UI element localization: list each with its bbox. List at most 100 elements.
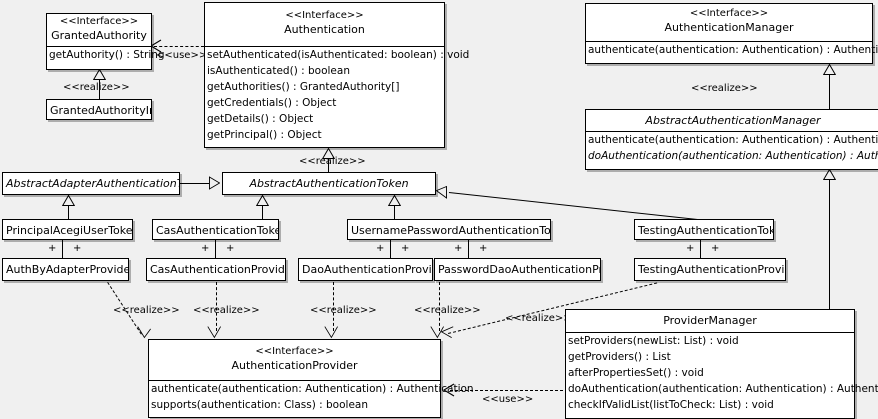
open-arrowhead-authenticationprovider-use: [442, 383, 455, 397]
class-name-daoauthenticationprovider: DaoAuthenticationProvider: [302, 263, 432, 276]
realize-line-casauthenticationprovider: [216, 282, 217, 331]
association-marker-left-2: +: [201, 243, 210, 254]
generalization-triangle-authenticationmanager: [823, 64, 836, 75]
class-box-authenticationmanager[interactable]: <<Interface>> AuthenticationManager auth…: [585, 3, 878, 64]
class-name-passworddaoauthenticationprovider: PasswordDaoAuthenticationProvider: [438, 263, 600, 276]
label-use-authentication-grantedauthority: <<use>>: [156, 50, 208, 61]
class-box-abstractauthenticationtoken[interactable]: AbstractAuthenticationToken: [222, 172, 436, 195]
class-members-grantedauthority: getAuthority() : String: [47, 47, 165, 63]
class-box-daoauthenticationprovider[interactable]: DaoAuthenticationProvider: [298, 258, 433, 281]
class-header-grantedauthorityimpl: GrantedAuthorityImpl: [47, 100, 151, 121]
association-marker-left-5: +: [686, 243, 695, 254]
association-marker-left-1: +: [48, 243, 57, 254]
class-name-grantedauthorityimpl: GrantedAuthorityImpl: [50, 104, 151, 117]
class-header-principalacegiusertoken: PrincipalAcegiUserToken: [3, 220, 132, 241]
class-box-abstractauthenticationmanager[interactable]: AbstractAuthenticationManager authentica…: [585, 109, 878, 170]
member-getauthority: getAuthority() : String: [49, 49, 165, 61]
class-box-principalacegiusertoken[interactable]: PrincipalAcegiUserToken: [2, 219, 133, 240]
class-header-abstractadapterauthenticationtoken: AbstractAdapterAuthenticationToken: [3, 173, 179, 194]
class-box-passworddaoauthenticationprovider[interactable]: PasswordDaoAuthenticationProvider: [434, 258, 601, 281]
association-line-testingtoken-testingprovider: [700, 240, 701, 258]
class-box-authentication[interactable]: <<Interface>> Authentication setAuthenti…: [204, 2, 469, 148]
class-box-providermanager[interactable]: ProviderManager setProviders(newList: Li…: [565, 309, 878, 419]
stereotype-interface-authenticationprovider: <<Interface>>: [255, 346, 334, 357]
label-use-providermanager: <<use>>: [482, 394, 534, 405]
class-name-authentication: Authentication: [284, 23, 365, 36]
class-header-authenticationprovider: <<Interface>> AuthenticationProvider: [149, 340, 440, 381]
member-authenticate-provider: authenticate(authentication: Authenticat…: [151, 383, 474, 395]
association-marker-left-3: +: [376, 243, 385, 254]
class-header-grantedauthority: <<Interface>> GrantedAuthority: [47, 14, 151, 47]
class-name-grantedauthority: GrantedAuthority: [51, 29, 147, 42]
generalization-line-testingauthenticationtoken: [448, 192, 705, 221]
generalization-triangle-authentication: [322, 148, 335, 159]
class-name-abstractauthenticationtoken: AbstractAuthenticationToken: [249, 177, 409, 190]
association-marker-right-5: +: [711, 243, 720, 254]
generalization-triangle-abstractauthtoken-cas: [256, 195, 269, 206]
open-arrowhead-authenticationprovider-4: [430, 326, 444, 339]
dependency-line-providermanager-authenticationprovider: [450, 390, 563, 391]
class-header-daoauthenticationprovider: DaoAuthenticationProvider: [299, 259, 432, 280]
member-checkifvalidlist: checkIfValidList(listToCheck: List) : vo…: [568, 399, 774, 411]
stereotype-interface-authentication: <<Interface>>: [285, 10, 364, 21]
label-realize-authbyadapterprovider: <<realize>>: [113, 305, 180, 316]
realize-line-grantedauthorityimpl: [99, 80, 100, 99]
class-box-testingauthenticationprovider[interactable]: TestingAuthenticationProvider: [634, 258, 786, 281]
association-marker-right-2: +: [226, 243, 235, 254]
class-name-testingauthenticationprovider: TestingAuthenticationProvider: [638, 263, 785, 276]
class-header-testingauthenticationtoken: TestingAuthenticationToken: [635, 220, 773, 241]
class-header-passworddaoauthenticationprovider: PasswordDaoAuthenticationProvider: [435, 259, 600, 280]
class-name-authenticationprovider: AuthenticationProvider: [231, 359, 358, 372]
generalization-triangle-adaptertoken: [62, 195, 75, 206]
member-isauthenticated: isAuthenticated() : boolean: [207, 65, 350, 77]
association-line-principalacegi-authbyadapter: [62, 240, 63, 258]
class-box-authenticationprovider[interactable]: <<Interface>> AuthenticationProvider aut…: [148, 339, 474, 418]
realize-line-abstractauthmanager: [829, 75, 830, 109]
member-doauthentication-abstractmanager: doAuthentication(authentication: Authent…: [588, 150, 878, 162]
generalization-line-providermanager: [829, 180, 830, 309]
class-header-abstractauthenticationtoken: AbstractAuthenticationToken: [223, 173, 435, 194]
class-box-casauthenticationtoken[interactable]: CasAuthenticationToken: [152, 219, 279, 240]
class-box-authbyadapterprovider[interactable]: AuthByAdapterProvider: [2, 258, 129, 281]
class-header-abstractauthenticationmanager: AbstractAuthenticationManager: [586, 110, 878, 132]
class-name-testingauthenticationtoken: TestingAuthenticationToken: [638, 224, 773, 237]
class-box-abstractadapterauthenticationtoken[interactable]: AbstractAdapterAuthenticationToken: [2, 172, 180, 195]
open-arrowhead-authenticationprovider-5: [440, 326, 454, 339]
class-header-usernamepasswordauthenticationtoken: UsernamePasswordAuthenticationToken: [348, 220, 550, 241]
class-name-usernamepasswordauthenticationtoken: UsernamePasswordAuthenticationToken: [351, 224, 550, 237]
class-header-authenticationmanager: <<Interface>> AuthenticationManager: [586, 4, 872, 42]
class-name-authenticationmanager: AuthenticationManager: [664, 21, 794, 34]
member-setproviders: setProviders(newList: List) : void: [568, 335, 739, 347]
class-box-grantedauthorityimpl[interactable]: GrantedAuthorityImpl: [46, 99, 152, 120]
label-realize-abstractauthmanager: <<realize>>: [691, 83, 758, 94]
class-header-providermanager: ProviderManager: [566, 310, 854, 333]
class-name-casauthenticationtoken: CasAuthenticationToken: [156, 224, 278, 237]
association-marker-right-4: +: [479, 243, 488, 254]
member-doauthentication-providermanager: doAuthentication(authentication: Authent…: [568, 383, 878, 395]
class-box-grantedauthority[interactable]: <<Interface>> GrantedAuthority getAuthor…: [46, 13, 165, 70]
label-realize-passworddaoprovider: <<realize>>: [414, 305, 481, 316]
generalization-triangle-grantedauthority: [93, 69, 106, 80]
class-name-principalacegiusertoken: PrincipalAcegiUserToken: [6, 224, 132, 237]
member-supports-provider: supports(authentication: Class) : boolea…: [151, 399, 368, 411]
class-box-usernamepasswordauthenticationtoken[interactable]: UsernamePasswordAuthenticationToken: [347, 219, 551, 240]
association-line-castoken-casprovider: [215, 240, 216, 258]
class-box-casauthenticationprovider[interactable]: CasAuthenticationProvider: [146, 258, 286, 281]
label-realize-abstracttoken: <<realize>>: [299, 156, 366, 167]
label-realize-daoprovider: <<realize>>: [310, 305, 377, 316]
label-realize-testingprovider: <<realize>>: [505, 313, 572, 324]
member-getauthorities: getAuthorities() : GrantedAuthority[]: [207, 81, 400, 93]
generalization-triangle-abstractauthmanager: [823, 169, 836, 180]
generalization-line-usernamepasswordtoken: [394, 206, 395, 219]
association-marker-right-1: +: [73, 243, 82, 254]
class-box-testingauthenticationtoken[interactable]: TestingAuthenticationToken: [634, 219, 774, 240]
class-name-casauthenticationprovider: CasAuthenticationProvider: [150, 263, 285, 276]
member-getdetails: getDetails() : Object: [207, 113, 314, 125]
association-marker-left-4: +: [454, 243, 463, 254]
class-members-authenticationprovider: authenticate(authentication: Authenticat…: [149, 381, 474, 413]
class-members-providermanager: setProviders(newList: List) : void getPr…: [566, 333, 878, 413]
realize-line-passworddaoauthenticationprovider: [439, 282, 440, 331]
generalization-triangle-abstractauthtoken-left: [209, 176, 220, 190]
member-authenticate-abstractmanager: authenticate(authentication: Authenticat…: [588, 134, 878, 146]
